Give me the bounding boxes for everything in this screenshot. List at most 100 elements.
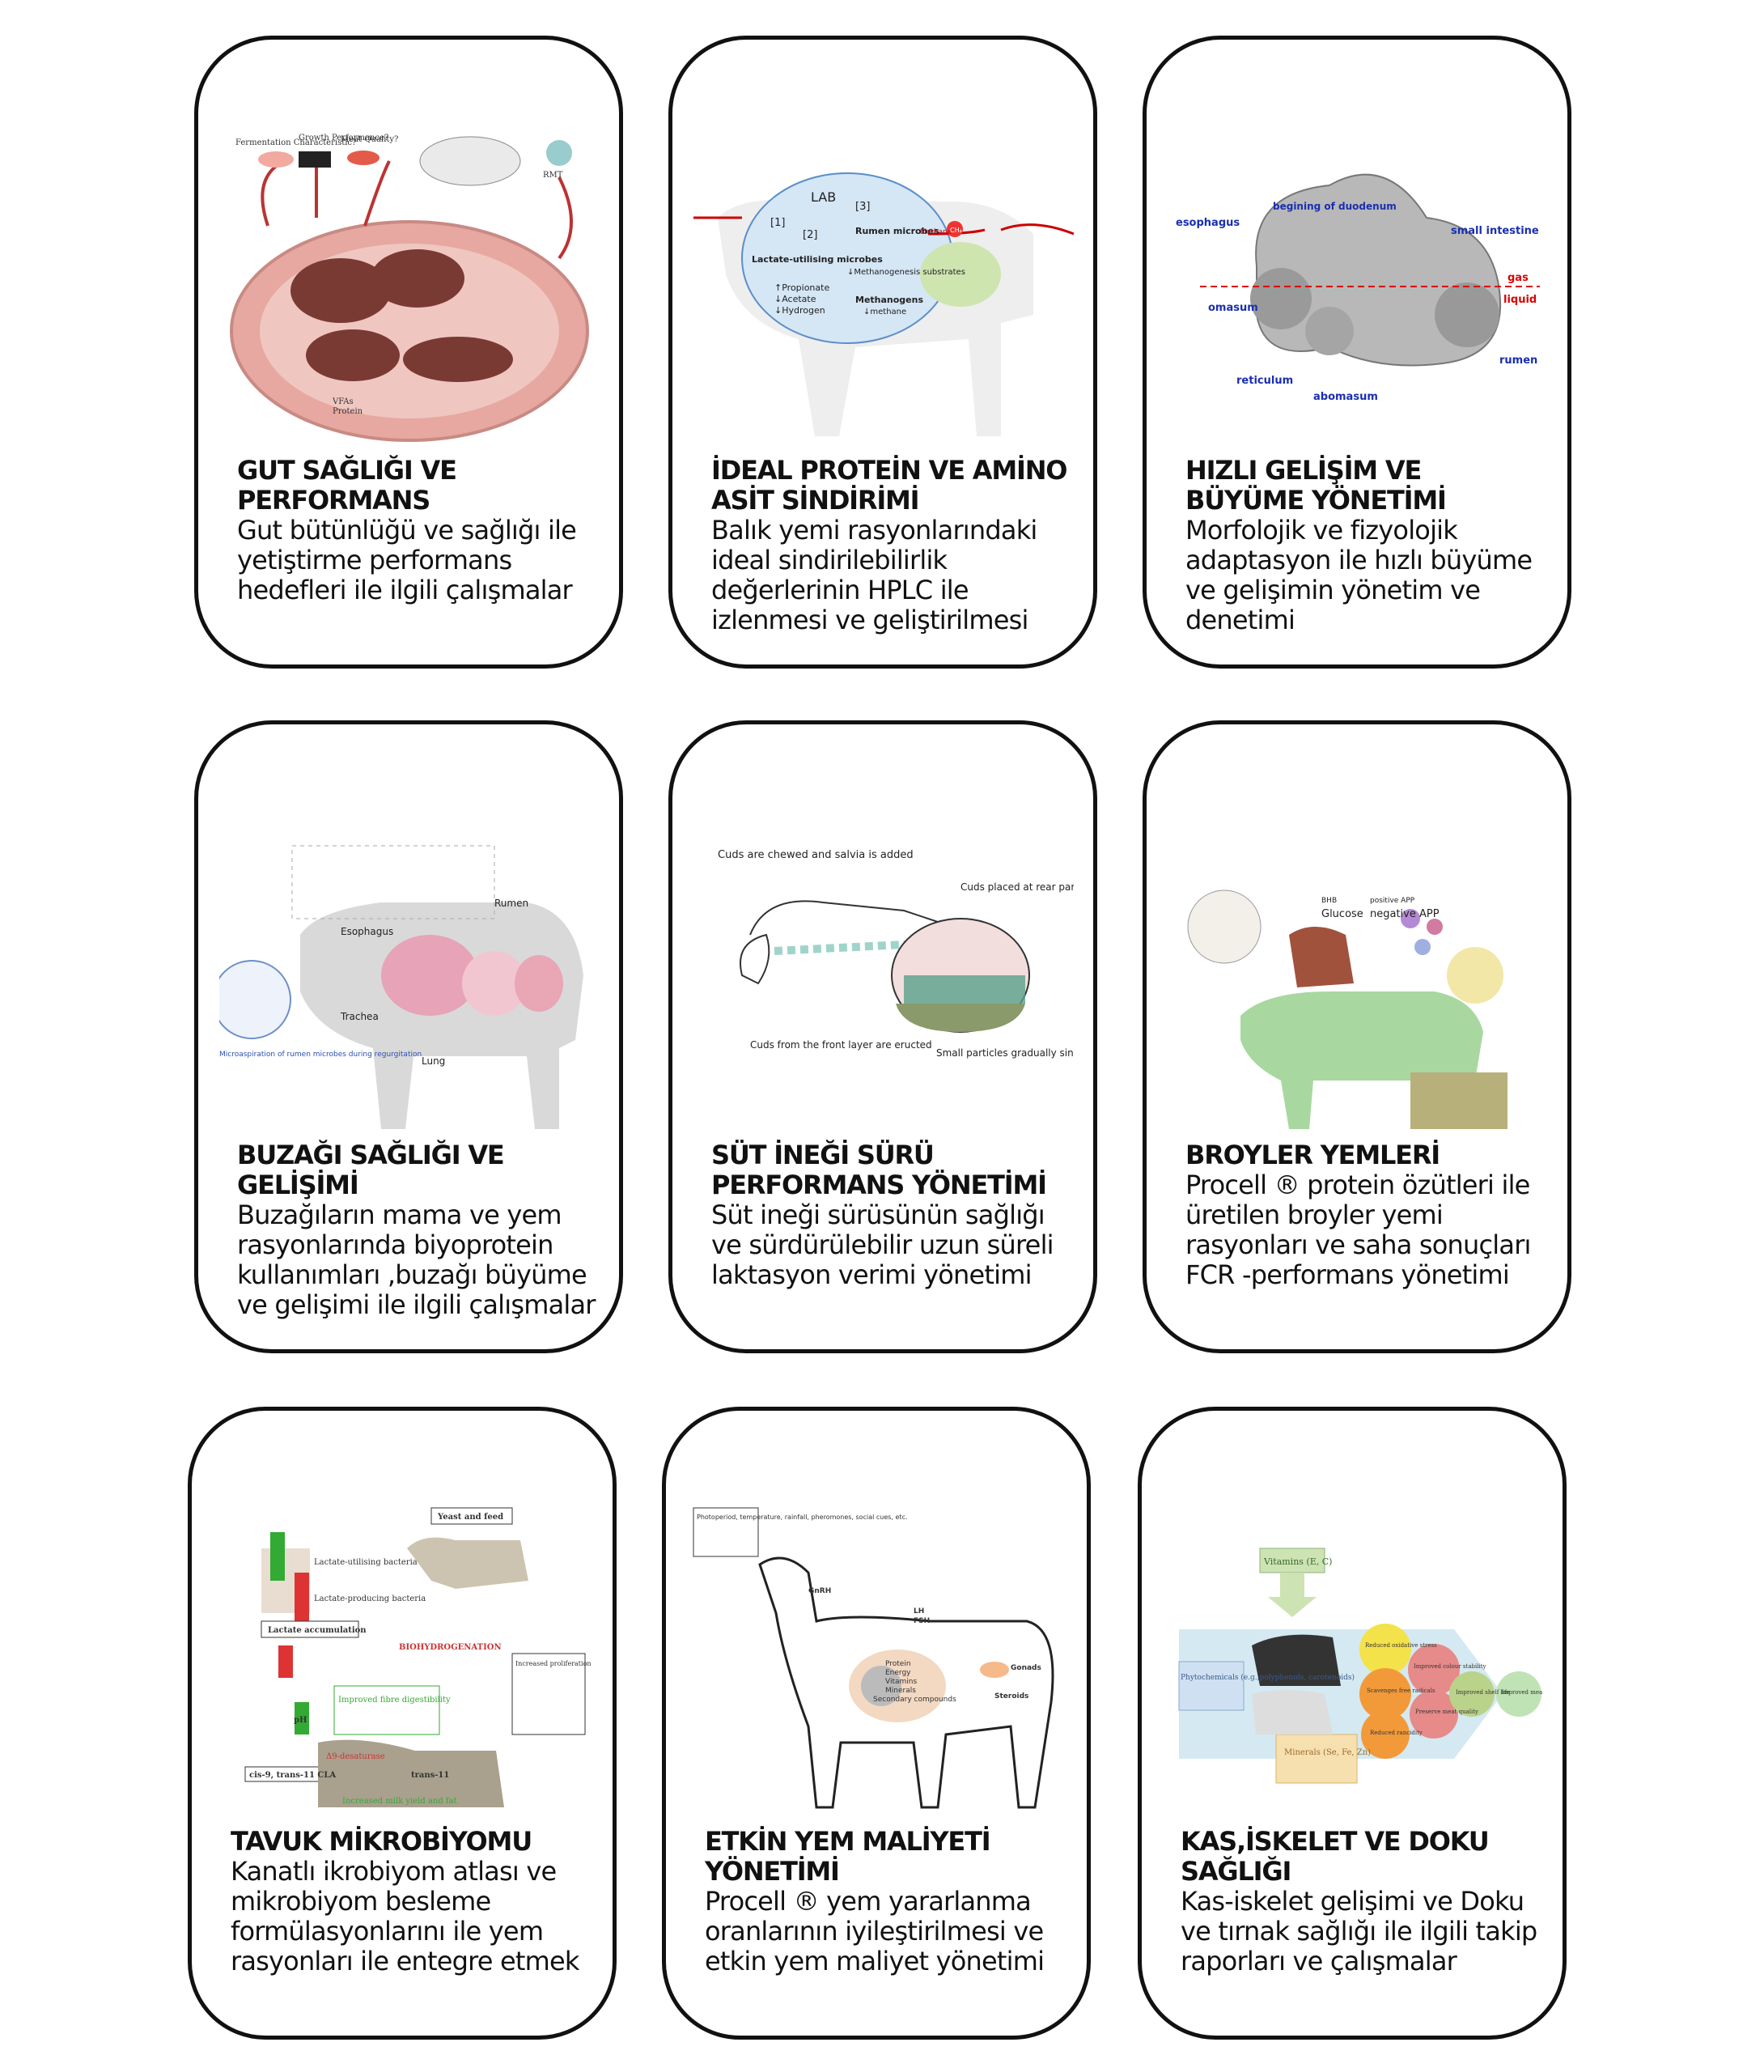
- label-negative-app: negative APP: [1370, 908, 1440, 920]
- card-title: ETKİN YEM MALİYETİ YÖNETİMİ: [705, 1826, 991, 1887]
- label-rumen-microbes: Rumen microbes: [855, 226, 939, 236]
- card-title: HIZLI GELİŞİM VE BÜYÜME YÖNETİMİ: [1185, 455, 1447, 516]
- label-omasum: omasum: [1208, 302, 1258, 314]
- card-rapid-growth[interactable]: esophagus begining of duodenum small int…: [1143, 36, 1571, 669]
- label-proliferation: Increased proliferation of trans-11 hydr…: [515, 1660, 593, 1667]
- label-trachea: Trachea: [340, 1011, 379, 1022]
- label-ph: pH: [294, 1716, 307, 1725]
- label-lactate: Lactate-utilising microbes: [752, 254, 883, 265]
- label-hydrogen: ↓Hydrogen: [774, 305, 825, 316]
- label-lh: LH: [914, 1607, 924, 1616]
- label-growth: Growth Performance?: [299, 134, 388, 142]
- card-description: Procell ® yem yararlanma oranlarının iyi…: [705, 1886, 1045, 1976]
- label-phytochemicals: Phytochemicals (e.g.,polyphenols, carote…: [1181, 1673, 1355, 1682]
- label-cla: cis-9, trans-11 CLA: [249, 1771, 336, 1780]
- label-desaturase: Δ9-desaturase: [326, 1752, 385, 1761]
- poultry-microbiome-figure: Yeast and feed Lactate-utilising bacteri…: [213, 1500, 593, 1824]
- rapid-growth-figure: esophagus begining of duodenum small int…: [1168, 129, 1548, 452]
- label-gonads: Gonads: [1011, 1664, 1041, 1672]
- card-muscle-skeleton[interactable]: Vitamins (E, C) Phytochemicals (e.g.,pol…: [1138, 1407, 1567, 2040]
- card-poultry-microbiome[interactable]: Yeast and feed Lactate-utilising bacteri…: [188, 1407, 617, 2040]
- card-description: Gut bütünlüğü ve sağlığı ile yetiştirme …: [237, 515, 577, 605]
- card-description: Buzağıların mama ve yem rasyonlarında bi…: [237, 1199, 596, 1320]
- label-meat-quality: Improved meat quality: [1501, 1689, 1543, 1696]
- label-propionate: ↑Propionate: [774, 282, 829, 293]
- card-broiler-feeds[interactable]: BHB Glucose positive APP negative APP BR…: [1143, 720, 1571, 1353]
- label-liquid: liquid: [1503, 294, 1537, 306]
- label-protein: Protein: [333, 407, 363, 416]
- label-methane: Methane: [920, 228, 952, 236]
- card-title: BROYLER YEMLERİ: [1185, 1140, 1440, 1170]
- label-colour: Improved colour stability: [1414, 1663, 1486, 1670]
- label-1: [1]: [770, 217, 785, 229]
- label-vitamins: Vitamins: [885, 1678, 917, 1686]
- label-cuds-placed: Cuds placed at rear part of the rumen: [960, 881, 1074, 893]
- label-reticulum: reticulum: [1236, 375, 1293, 387]
- label-2: [2]: [803, 229, 817, 241]
- label-fermentation: Fermentation Characteristic?: [235, 138, 356, 147]
- label-vfas: VFAs: [332, 397, 354, 406]
- label-trans11: trans-11: [411, 1771, 449, 1780]
- label-ch4: CH₄: [950, 227, 962, 234]
- label-cuds-front: Cuds from the front layer are eructed: [750, 1039, 932, 1051]
- broiler-feeds-figure: BHB Glucose positive APP negative APP: [1168, 813, 1548, 1137]
- label-rumen: Rumen: [494, 898, 528, 909]
- label-lactate-utilising: Lactate-utilising bacteria: [314, 1558, 418, 1567]
- label-esophagus: Esophagus: [341, 926, 393, 937]
- label-oxidative: Reduced oxidative stress: [1365, 1642, 1437, 1649]
- label-lab: LAB: [811, 189, 836, 205]
- label-methanogens: Methanogens: [855, 295, 923, 305]
- label-lung: Lung: [422, 1055, 445, 1067]
- label-rancidity: Reduced rancidity: [1370, 1730, 1423, 1736]
- dairy-herd-figure: Cuds are chewed and salvia is added Cuds…: [693, 813, 1074, 1137]
- label-milk-yield: Increased milk yield and fat: [342, 1797, 457, 1806]
- label-lactate-accumulation: Lactate accumulation: [268, 1626, 367, 1635]
- card-feed-cost[interactable]: Photoperiod, temperature, rainfall, pher…: [662, 1407, 1091, 2040]
- card-description: Kas-iskelet gelişimi ve Doku ve tırnak s…: [1181, 1886, 1537, 1976]
- label-shelf-life: Improved shelf life: [1456, 1689, 1510, 1696]
- label-small-intestine: small intestine: [1451, 225, 1539, 237]
- card-title: İDEAL PROTEİN VE AMİNO ASİT SİNDİRİMİ: [711, 455, 1068, 516]
- card-gut-health[interactable]: Fermentation Characteristic? Growth Perf…: [194, 36, 623, 669]
- muscle-skeleton-figure: Vitamins (E, C) Phytochemicals (e.g.,pol…: [1163, 1500, 1543, 1824]
- label-gas: gas: [1507, 272, 1529, 284]
- card-title: TAVUK MİKROBİYOMU: [231, 1826, 532, 1857]
- feed-cost-figure: Photoperiod, temperature, rainfall, pher…: [687, 1500, 1067, 1824]
- card-description: Kanatlı ikrobiyom atlası ve mikrobiyom b…: [231, 1856, 579, 1976]
- label-fsh: FSH: [914, 1617, 930, 1625]
- label-bhb: BHB: [1321, 897, 1337, 905]
- label-photoperiod: Photoperiod, temperature, rainfall, pher…: [697, 1514, 908, 1521]
- label-duodenum: begining of duodenum: [1273, 201, 1397, 212]
- card-title: KAS,İSKELET VE DOKU SAĞLIĞI: [1181, 1826, 1490, 1887]
- card-ideal-protein[interactable]: LAB [1] [2] [3] Lactate-utilising microb…: [668, 36, 1097, 669]
- label-steroids: Steroids: [994, 1692, 1028, 1700]
- label-3: [3]: [855, 201, 870, 213]
- calf-health-figure: Esophagus Rumen Trachea Lung Microaspira…: [219, 813, 600, 1137]
- ideal-protein-figure: LAB [1] [2] [3] Lactate-utilising microb…: [693, 129, 1074, 452]
- label-abomasum: abomasum: [1313, 391, 1378, 403]
- card-calf-health[interactable]: Esophagus Rumen Trachea Lung Microaspira…: [194, 720, 623, 1353]
- label-glucose: Glucose: [1321, 908, 1363, 920]
- label-acetate: ↓Acetate: [774, 294, 816, 304]
- card-description: Süt ineği sürüsünün sağlığı ve sürdürüle…: [711, 1199, 1054, 1290]
- card-title: BUZAĞI SAĞLIĞI VE GELİŞİMİ: [237, 1140, 505, 1200]
- label-lactate-producing: Lactate-producing bacteria: [314, 1594, 426, 1603]
- label-meat-quality: Meat Quality?: [341, 135, 398, 144]
- label-rmt: RMT: [543, 171, 563, 180]
- card-dairy-herd[interactable]: Cuds are chewed and salvia is added Cuds…: [668, 720, 1097, 1353]
- label-microaspiration: Microaspiration of rumen microbes during…: [219, 1051, 422, 1059]
- card-title: GUT SAĞLIĞI VE PERFORMANS: [237, 455, 457, 516]
- label-secondary: Secondary compounds: [873, 1696, 956, 1704]
- label-protein: Protein: [885, 1660, 911, 1668]
- label-gnrh: GnRH: [808, 1587, 831, 1595]
- card-description: Balık yemi rasyonlarındaki ideal sindiri…: [711, 515, 1037, 635]
- label-scavenges: Scavenges free radicals: [1367, 1688, 1435, 1694]
- label-small-particles: Small particles gradually sink.: [936, 1047, 1074, 1059]
- label-vitamins: Vitamins (E, C): [1263, 1556, 1332, 1567]
- label-yeast-feed: Yeast and feed: [437, 1513, 503, 1522]
- label-esophagus: esophagus: [1176, 217, 1240, 229]
- label-cuds-chewed: Cuds are chewed and salvia is added: [718, 849, 914, 861]
- card-title: SÜT İNEĞİ SÜRÜ PERFORMANS YÖNETİMİ: [711, 1140, 1047, 1200]
- label-fibre: Improved fibre digestibility: [338, 1696, 451, 1705]
- label-biohydrogenation: BIOHYDROGENATION: [399, 1643, 502, 1652]
